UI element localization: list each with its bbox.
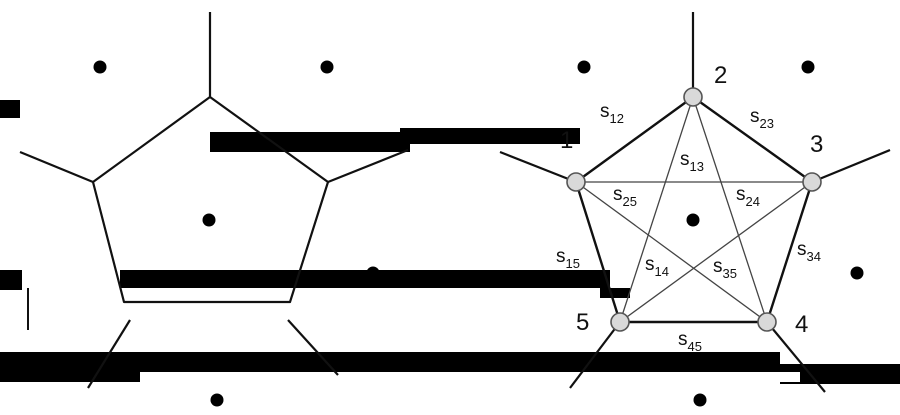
right-ray-bottom-right (766, 321, 826, 393)
edge-label-s34: s34 (797, 239, 821, 264)
edge-2-4 (692, 96, 768, 323)
band-mid-right (600, 288, 630, 298)
site-dot (505, 273, 519, 287)
band-mid-left (0, 270, 22, 290)
site-dot (693, 393, 707, 407)
site-dot (801, 60, 815, 74)
band-bottom-right (780, 364, 900, 384)
black-bands (0, 100, 900, 384)
band-bottom-left (0, 352, 140, 382)
vertex-label-4: 4 (795, 311, 808, 338)
sites (93, 60, 864, 407)
vertex-label-3: 3 (810, 131, 823, 158)
band-top-middle (210, 132, 410, 152)
left-pentagon (91, 95, 330, 304)
left-voronoi (19, 12, 409, 389)
left-ray-right (327, 148, 409, 184)
edge-label-s12: s12 (600, 101, 624, 126)
vertex-label-2: 2 (714, 62, 727, 89)
site-dot (320, 60, 334, 74)
edge-label-s14: s14 (645, 254, 669, 279)
site-dot (577, 60, 591, 74)
vertex-node-4 (757, 312, 777, 332)
site-dot (210, 393, 224, 407)
band-top-middle-2 (400, 128, 580, 144)
vertex-node-5 (610, 312, 630, 332)
vertex-labels: 1 2 3 4 5 (560, 62, 823, 338)
edge-label-s35: s35 (713, 256, 737, 281)
left-ray-bottom-left (87, 319, 131, 389)
left-ray-left (19, 150, 94, 184)
left-ray-bottom-right (287, 319, 339, 376)
edge-1-4 (575, 181, 768, 323)
edge-label-s13: s13 (680, 149, 704, 174)
right-pentagon (574, 95, 814, 324)
gap-right-pent (625, 372, 800, 382)
site-dot (366, 266, 380, 280)
vertex-label-5: 5 (576, 309, 589, 336)
edge-labels: s12 s23 s13 s25 s24 s15 s14 s35 s34 s45 (556, 101, 821, 354)
edge-label-s24: s24 (736, 184, 760, 209)
vertex-node-3 (802, 172, 822, 192)
band-top-left (0, 100, 20, 118)
band-mid-center (120, 270, 610, 288)
edge-label-s23: s23 (750, 106, 774, 131)
site-dot (686, 213, 700, 227)
edge-label-s25: s25 (613, 184, 637, 209)
site-dot (202, 213, 216, 227)
site-dot (93, 60, 107, 74)
right-voronoi (499, 12, 891, 393)
band-bottom-center (140, 352, 780, 372)
vertex-nodes (566, 87, 822, 332)
vertex-node-2 (683, 87, 703, 107)
right-ray-bottom-left (569, 321, 621, 389)
site-dot (850, 266, 864, 280)
right-pentagon-outline (574, 95, 814, 324)
edge-label-s45: s45 (678, 329, 702, 354)
right-ray-right (811, 148, 891, 184)
vertex-label-1: 1 (560, 127, 573, 154)
gap-center (296, 288, 596, 322)
edge-3-5 (619, 181, 813, 323)
edge-label-s15: s15 (556, 246, 580, 271)
vertex-node-1 (566, 172, 586, 192)
right-ray-left (499, 150, 577, 184)
right-star (575, 96, 813, 323)
edge-2-5 (619, 96, 694, 323)
